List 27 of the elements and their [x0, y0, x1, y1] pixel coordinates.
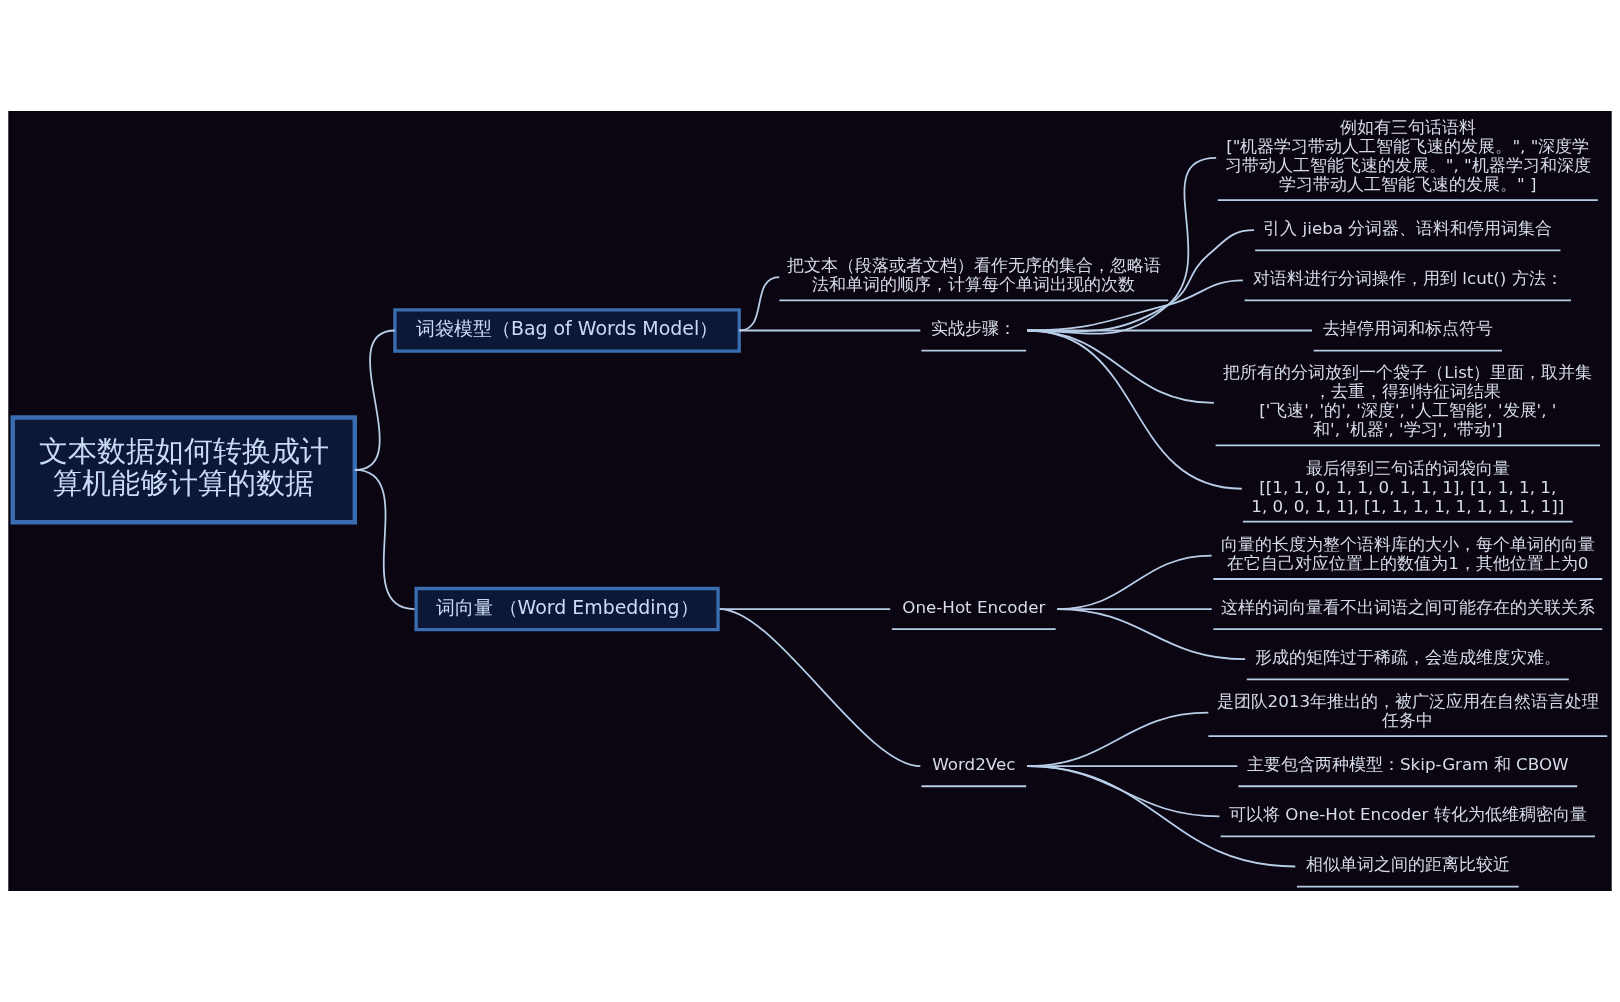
node-text: 主要包含两种模型：Skip-Gram 和 CBOW: [1247, 754, 1569, 775]
node-text: 向量的长度为整个语料库的大小，每个单词的向量在它自己对应位置上的数值为1，其他位置上为0: [1220, 534, 1595, 573]
node-box: 词向量 （Word Embedding）: [414, 586, 720, 632]
connector: [353, 468, 416, 610]
node-text: 去掉停用词和标点符号: [1322, 318, 1493, 339]
connector: [718, 608, 922, 768]
node-text: 把所有的分词放到一个袋子（List）里面，取并集，去重，得到特征词结果 ['飞速', '的', '深度', '人工智能', '发展', '和', '机器', '学习', '带动']: [1223, 362, 1593, 440]
node-text: 引入 jieba 分词器、语料和停用词集合: [1263, 218, 1553, 239]
node-text: 是团队2013年推出的，被广泛应用在自然语言处理任务中: [1216, 691, 1600, 731]
node-box: 文本数据如何转换成计算机能够计算的数据: [10, 415, 358, 525]
node-text: 最后得到三句话的词袋向量 [[1, 1, 0, 1, 1, 0, 1, 1, 1], [1, 1, 1, 1, 1, 0, 0, 1, 1], [1, 1, 1, 1, 1, 1, 1, 1, 1]]: [1251, 457, 1565, 516]
node-text: 对语料进行分词操作，用到 lcut() 方法：: [1253, 268, 1563, 289]
connector: [738, 276, 781, 332]
node-text: 这样的词向量看不出词语之间可能存在的关联关系: [1220, 596, 1595, 617]
connector: [1056, 608, 1247, 661]
connector: [1026, 329, 1243, 490]
connector: [738, 329, 922, 332]
node-text: 例如有三句话语料 ["机器学习带动人工智能飞速的发展。", "深度学习带动人工智能飞速的发展。", "机器学习和深度学习带动人工智能飞速的发展。" ]: [1224, 117, 1591, 195]
node-text: 把文本（段落或者文档）看作无序的集合，忽略语法和单词的顺序，计算每个单词出现的次数: [786, 255, 1161, 295]
node-text: Word2Vec: [932, 754, 1016, 775]
node-text: 可以将 One-Hot Encoder 转化为低维稠密向量: [1229, 804, 1587, 825]
node-text: 实战步骤：: [931, 318, 1017, 339]
node-text: One-Hot Encoder: [902, 596, 1046, 617]
node-text: 相似单词之间的距离比较近: [1305, 854, 1510, 875]
node-box: 词袋模型（Bag of Words Model）: [393, 308, 741, 353]
connector: [1026, 765, 1297, 868]
node-text: 形成的矩阵过于稀疏，会造成维度灾难。: [1254, 647, 1561, 668]
